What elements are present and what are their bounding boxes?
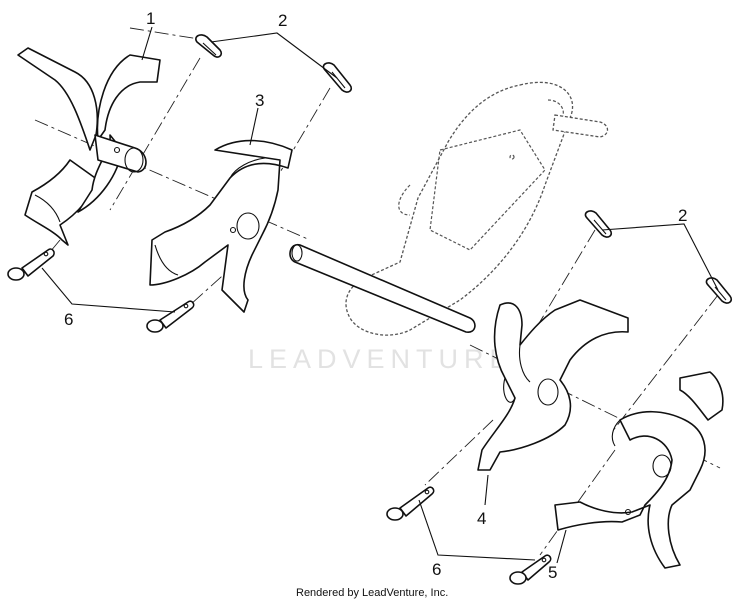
callout-5: 5	[548, 563, 557, 582]
clevis-pin	[386, 486, 435, 521]
callout-2-left: 2	[278, 11, 287, 30]
hairpin-clip	[195, 34, 223, 58]
tiller-transmission-outline	[345, 81, 609, 336]
tine-part-5	[554, 371, 724, 569]
clevis-pin	[509, 554, 552, 585]
callout-2-right: 2	[678, 206, 687, 225]
clevis-pin	[7, 248, 55, 281]
callout-leaders	[41, 26, 719, 564]
tine-part-3	[149, 139, 293, 313]
tine-shaft	[289, 243, 476, 333]
watermark-text: LEADVENTURE	[248, 344, 514, 374]
clevis-pin	[146, 300, 195, 333]
callout-1: 1	[146, 9, 155, 28]
hairpin-clip	[322, 62, 353, 93]
tine-part-4	[477, 299, 629, 471]
callout-4: 4	[477, 509, 486, 528]
callout-3: 3	[255, 91, 264, 110]
hairpin-clip	[584, 210, 613, 238]
tine-part-1	[17, 47, 161, 246]
hairpin-clip	[705, 277, 733, 304]
callout-6-left: 6	[64, 310, 73, 329]
footer-credit: Rendered by LeadVenture, Inc.	[296, 587, 448, 599]
callout-6-right: 6	[432, 560, 441, 579]
